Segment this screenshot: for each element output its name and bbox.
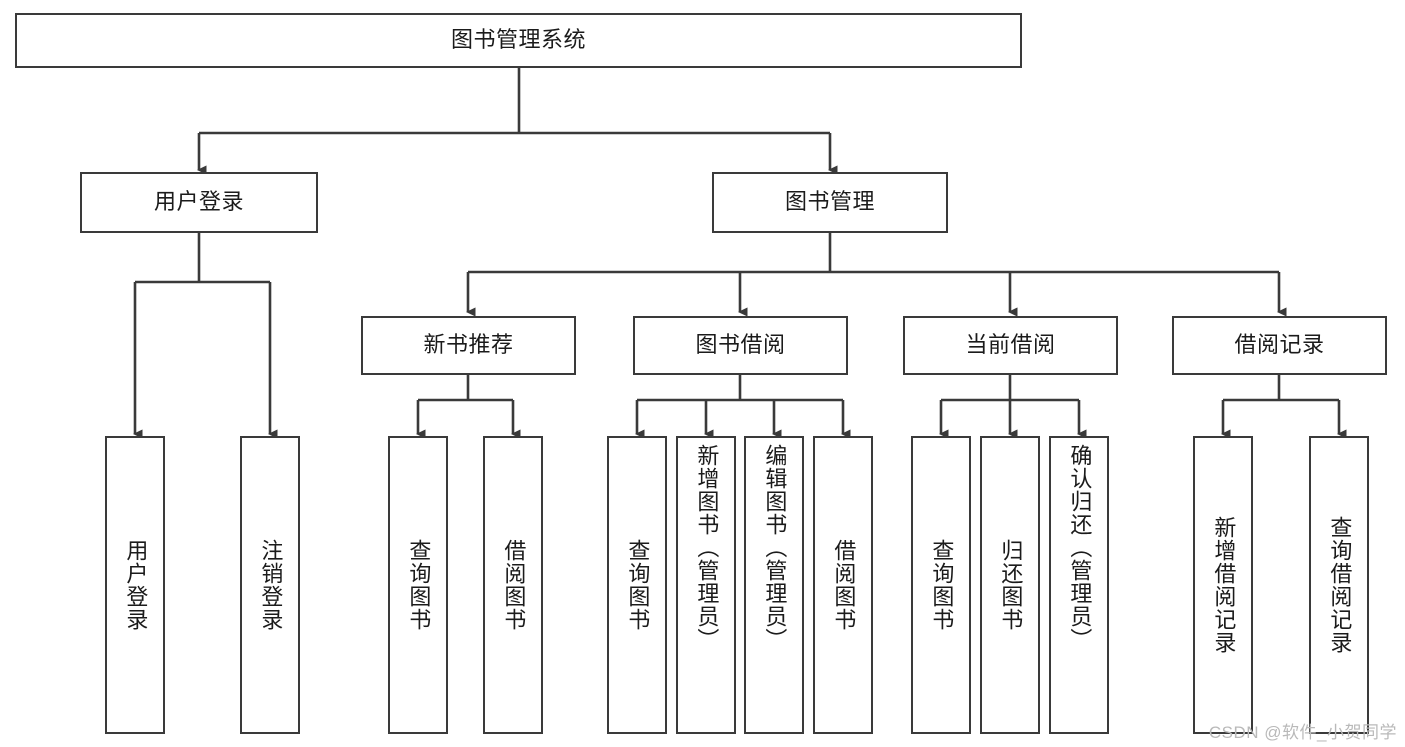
- node-leaf-add-book-label: 新增图书（管理员）: [694, 444, 720, 651]
- node-leaf-user-login[interactable]: 用户登录: [105, 436, 165, 734]
- node-leaf-borrow-book-1-label: 借阅图书: [501, 539, 527, 631]
- node-leaf-edit-book-label: 编辑图书（管理员）: [762, 444, 788, 651]
- node-leaf-edit-book[interactable]: 编辑图书（管理员）: [744, 436, 804, 734]
- watermark-text: CSDN @软件_小贺同学: [1208, 723, 1397, 742]
- node-leaf-query-book-1[interactable]: 查询图书: [388, 436, 448, 734]
- node-leaf-query-book-2-label: 查询图书: [625, 539, 651, 631]
- node-root[interactable]: 图书管理系统: [15, 13, 1022, 68]
- node-leaf-borrow-book-2[interactable]: 借阅图书: [813, 436, 873, 734]
- node-root-label: 图书管理系统: [450, 27, 586, 53]
- node-user-login-label: 用户登录: [153, 189, 244, 215]
- node-leaf-add-record-label: 新增借阅记录: [1211, 516, 1237, 654]
- node-leaf-user-login-label: 用户登录: [123, 539, 149, 631]
- node-leaf-add-record[interactable]: 新增借阅记录: [1193, 436, 1253, 734]
- node-book-manage[interactable]: 图书管理: [712, 172, 948, 233]
- node-leaf-query-record[interactable]: 查询借阅记录: [1309, 436, 1369, 734]
- node-leaf-query-record-label: 查询借阅记录: [1327, 516, 1353, 654]
- node-leaf-query-book-3-label: 查询图书: [929, 539, 955, 631]
- node-leaf-user-logout[interactable]: 注销登录: [240, 436, 300, 734]
- node-new-book-recommend[interactable]: 新书推荐: [361, 316, 576, 375]
- node-book-manage-label: 图书管理: [784, 189, 875, 215]
- node-leaf-return-book[interactable]: 归还图书: [980, 436, 1040, 734]
- node-leaf-confirm-return-label: 确认归还（管理员）: [1067, 444, 1093, 651]
- node-current-borrow[interactable]: 当前借阅: [903, 316, 1118, 375]
- node-leaf-query-book-2[interactable]: 查询图书: [607, 436, 667, 734]
- node-leaf-query-book-1-label: 查询图书: [406, 539, 432, 631]
- node-book-borrow-label: 图书借阅: [695, 332, 786, 358]
- node-leaf-query-book-3[interactable]: 查询图书: [911, 436, 971, 734]
- node-leaf-add-book[interactable]: 新增图书（管理员）: [676, 436, 736, 734]
- node-leaf-confirm-return[interactable]: 确认归还（管理员）: [1049, 436, 1109, 734]
- node-user-login[interactable]: 用户登录: [80, 172, 318, 233]
- node-borrow-record[interactable]: 借阅记录: [1172, 316, 1387, 375]
- node-leaf-user-logout-label: 注销登录: [258, 539, 284, 631]
- node-leaf-borrow-book-2-label: 借阅图书: [831, 539, 857, 631]
- node-leaf-borrow-book-1[interactable]: 借阅图书: [483, 436, 543, 734]
- node-new-book-recommend-label: 新书推荐: [423, 332, 514, 358]
- node-borrow-record-label: 借阅记录: [1234, 332, 1325, 358]
- node-book-borrow[interactable]: 图书借阅: [633, 316, 848, 375]
- node-leaf-return-book-label: 归还图书: [998, 539, 1024, 631]
- node-current-borrow-label: 当前借阅: [965, 332, 1056, 358]
